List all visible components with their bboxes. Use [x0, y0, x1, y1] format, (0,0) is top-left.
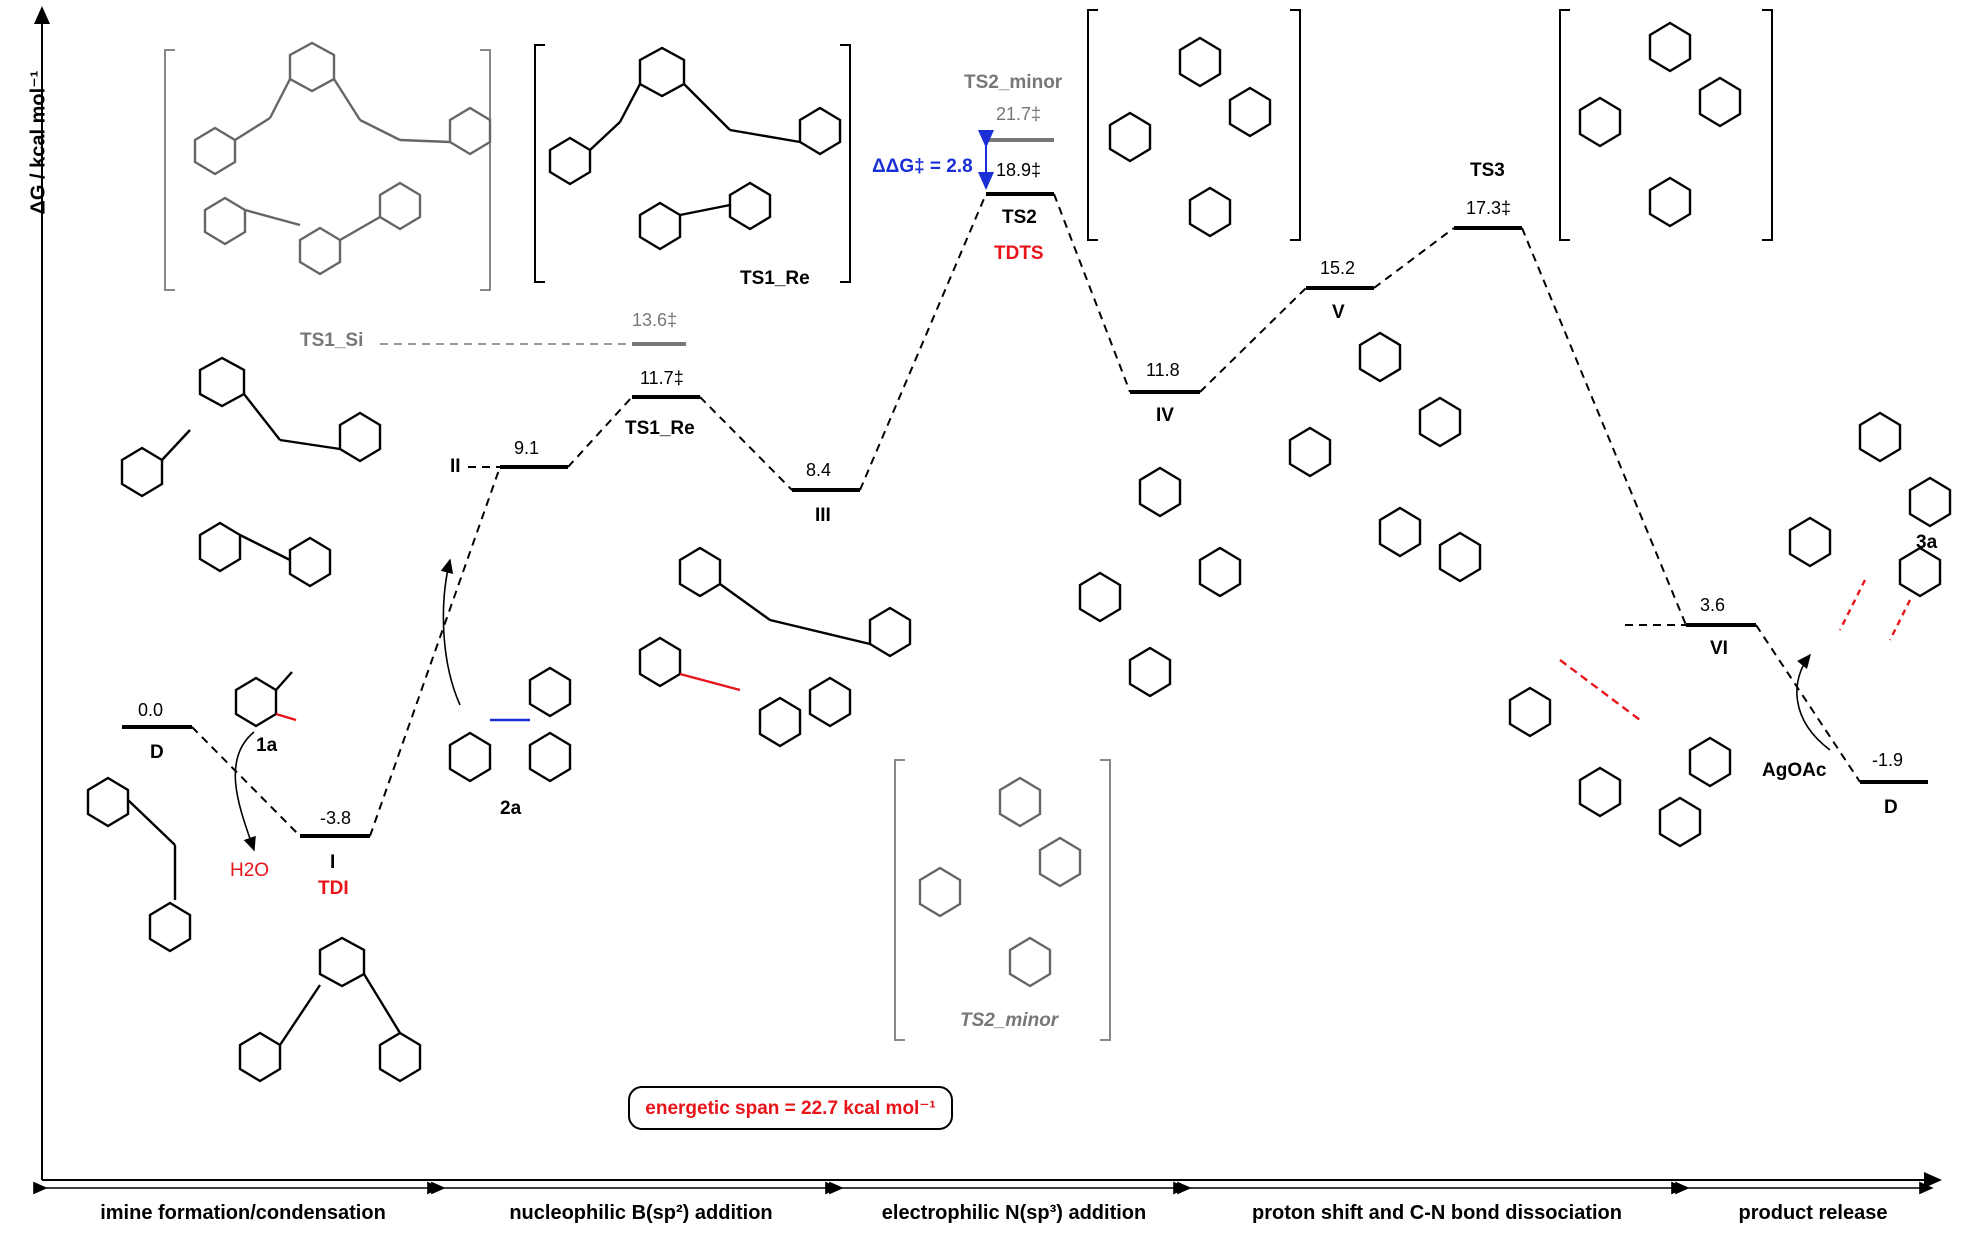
minor-levels: [632, 138, 1054, 346]
value-V: 15.2: [1320, 258, 1356, 278]
value-IV: 11.8: [1146, 360, 1180, 380]
stage-imine-formation: imine formation/condensation: [100, 1202, 386, 1224]
value-TS1-Si: 13.6‡: [632, 310, 678, 330]
value-TS3: 17.3‡: [1466, 198, 1512, 218]
tag-TDI: TDI: [318, 878, 349, 899]
label-ts1re-box: TS1_Re: [740, 268, 810, 289]
value-D-start: 0.0: [138, 700, 164, 720]
name-VI: VI: [1710, 638, 1728, 659]
levels: [122, 192, 1928, 838]
name-D-end: D: [1884, 797, 1898, 818]
stage-product-release: product release: [1738, 1202, 1888, 1224]
value-II: 9.1: [514, 438, 540, 458]
value-TS2-minor: 21.7‡: [996, 104, 1042, 124]
name-TS1-Si: TS1_Si: [300, 330, 364, 351]
stage-proton-shift: proton shift and C-N bond dissociation: [1252, 1202, 1622, 1224]
energetic-span-box: energetic span = 22.7 kcal mol⁻¹: [628, 1086, 953, 1130]
value-TS1-Re: 11.7‡: [640, 368, 684, 388]
stage-nucleophilic-addition: nucleophilic B(sp²) addition: [509, 1202, 773, 1224]
name-TS1-Re: TS1_Re: [625, 418, 695, 439]
label-water: H2O: [230, 860, 270, 881]
label-1a: 1a: [256, 735, 278, 756]
value-III: 8.4: [806, 460, 832, 480]
name-III: III: [815, 505, 831, 526]
reaction-arrows: [234, 558, 1831, 852]
ddg-label: ΔΔG‡ = 2.8: [872, 156, 973, 177]
ts-brackets: [164, 49, 491, 291]
name-II: II: [450, 456, 461, 477]
name-I: I: [330, 852, 336, 873]
stage-electrophilic-addition: electrophilic N(sp³) addition: [881, 1202, 1147, 1224]
y-axis-label: ΔG / kcal mol⁻¹: [27, 70, 50, 215]
value-VI: 3.6: [1700, 595, 1726, 615]
tag-TDTS: TDTS: [994, 243, 1044, 264]
name-V: V: [1332, 302, 1345, 323]
value-TS2: 18.9‡: [996, 160, 1042, 180]
name-TS3: TS3: [1470, 160, 1505, 181]
label-agoac: AgOAc: [1762, 760, 1827, 781]
value-D-end: -1.9: [1872, 750, 1904, 770]
label-ts2minor-box: TS2_minor: [960, 1010, 1059, 1031]
name-D-start: D: [150, 742, 164, 763]
label-2a: 2a: [500, 798, 522, 819]
value-I: -3.8: [320, 808, 352, 828]
name-TS2: TS2: [1002, 207, 1037, 228]
name-TS2-minor: TS2_minor: [964, 72, 1063, 93]
label-3a: 3a: [1916, 532, 1938, 553]
name-IV: IV: [1156, 405, 1174, 426]
molecule-sketches: [86, 21, 1952, 1083]
connectors: [191, 193, 1861, 837]
